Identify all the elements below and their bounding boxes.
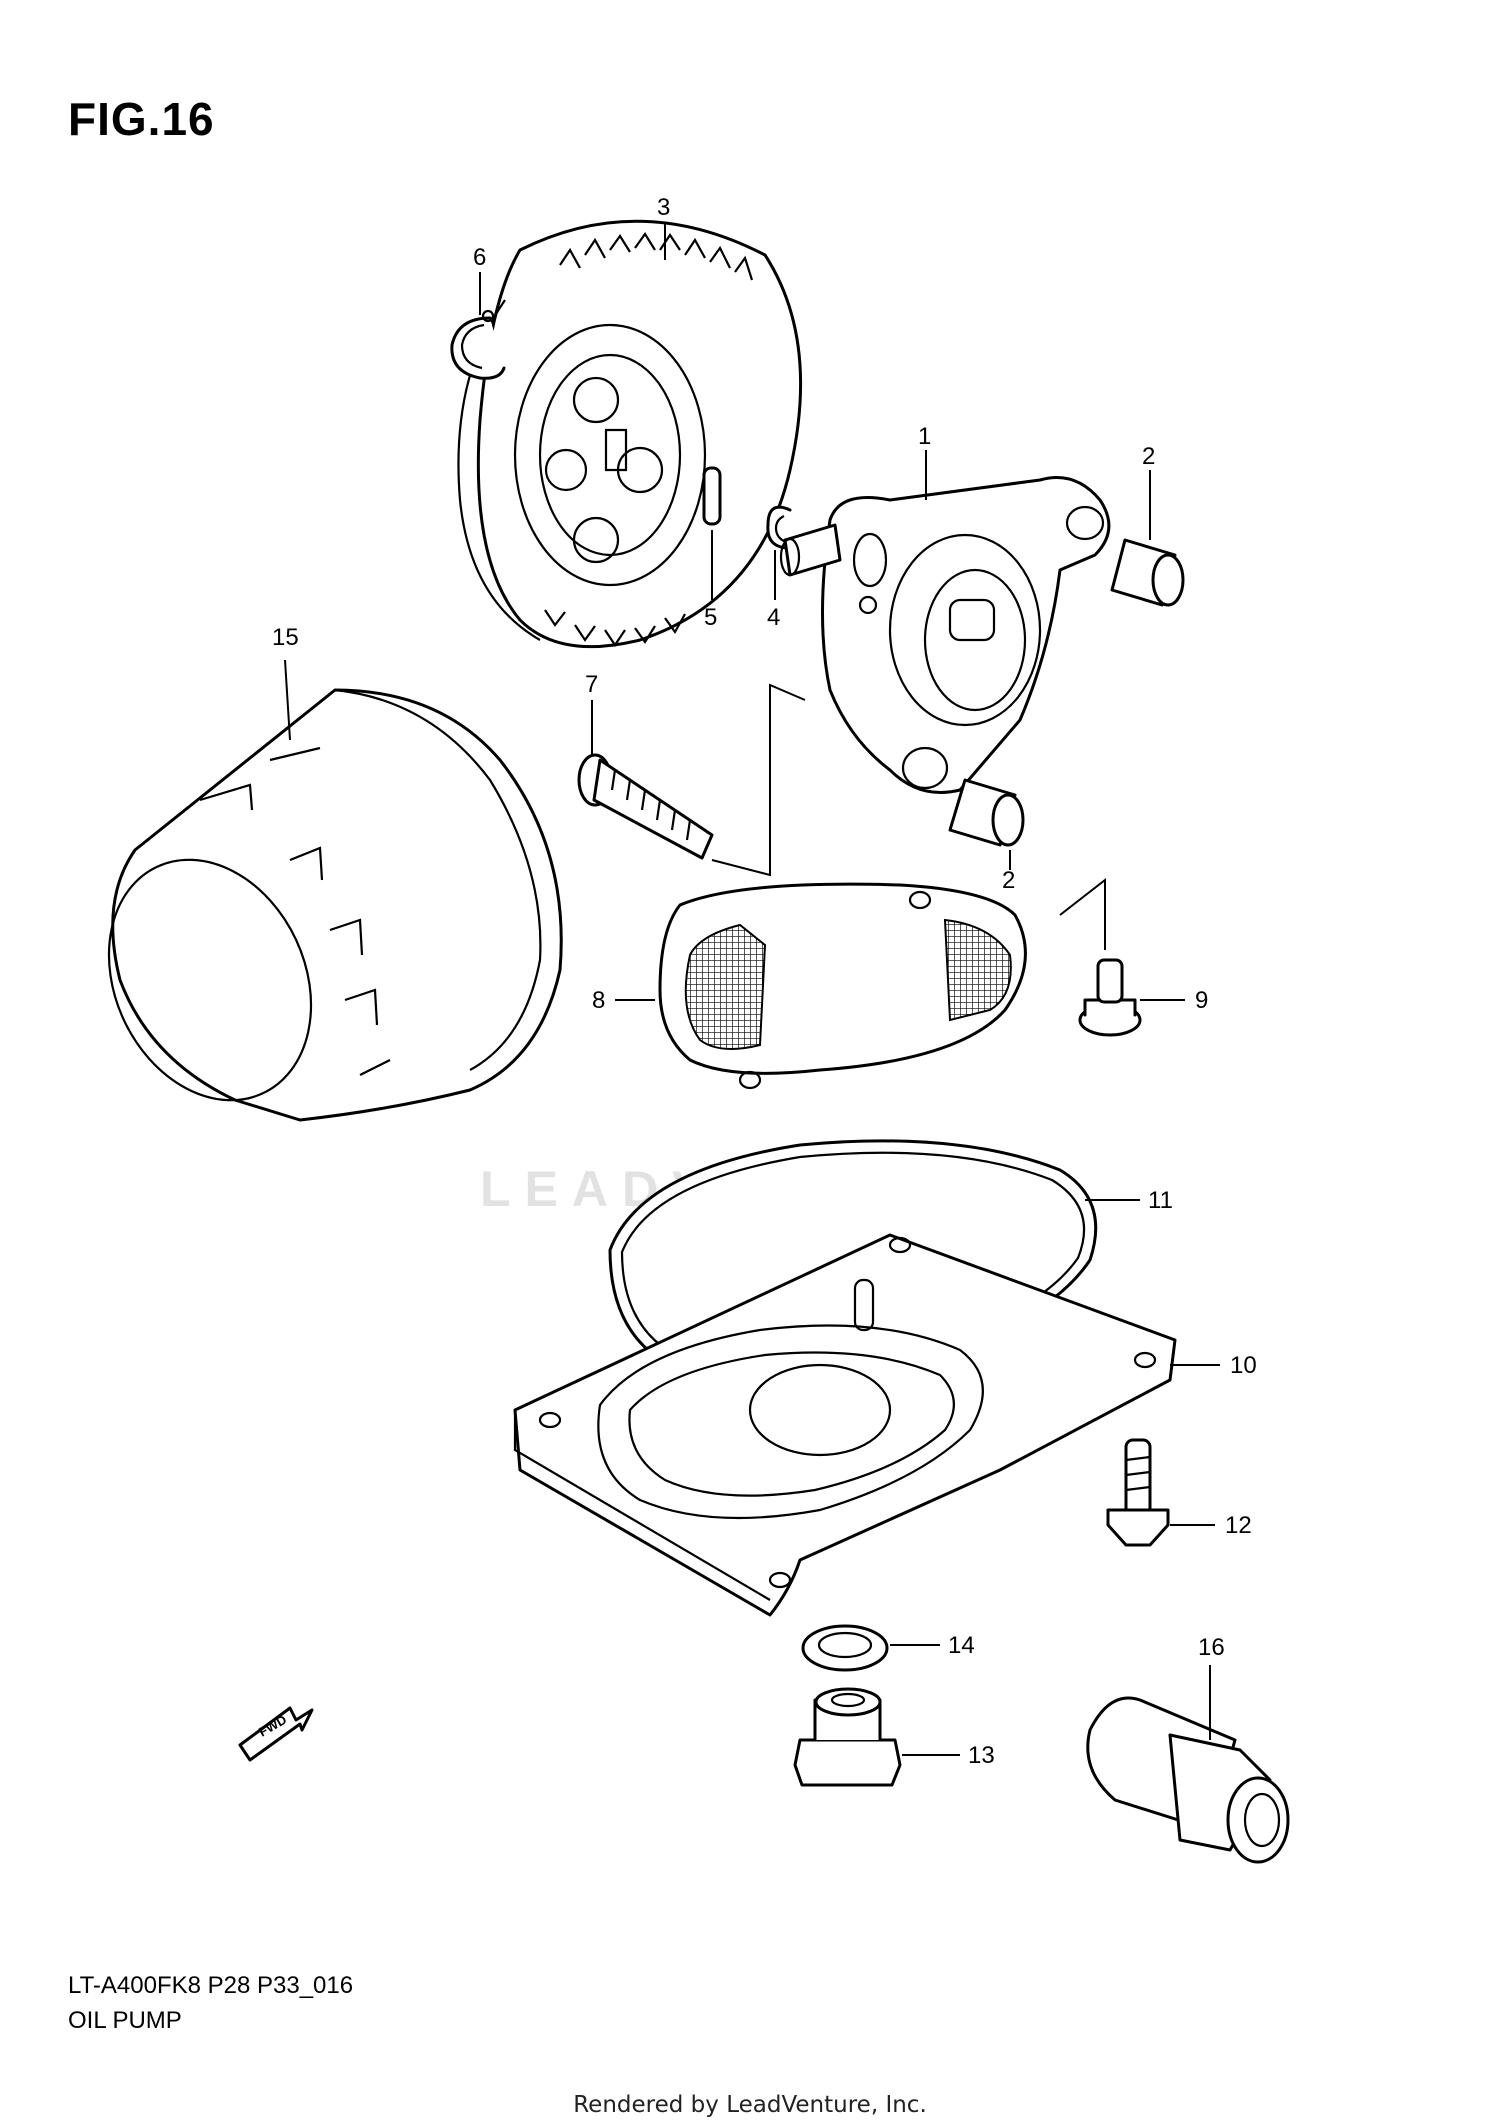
model-code-caption: LT-A400FK8 P28 P33_016 [68,1972,354,1999]
figure-title: FIG.16 [68,93,215,145]
part-3-driven-gear[interactable] [457,219,803,649]
part-5-pin[interactable] [702,466,722,526]
leader-lines [284,222,1220,1756]
callout-13[interactable]: 13 [968,1742,995,1769]
callout-1[interactable]: 1 [918,423,931,450]
fwd-direction-arrow-icon: FWD [238,1706,314,1762]
part-4-clip[interactable] [766,505,792,550]
part-1-oil-pump[interactable] [779,476,1111,794]
part-14-washer[interactable] [801,1624,889,1672]
callout-4[interactable]: 4 [767,604,780,631]
callout-7[interactable]: 7 [585,671,598,698]
callout-12[interactable]: 12 [1225,1512,1252,1539]
part-2-dowel-lower[interactable] [948,778,1025,847]
part-6-circlip[interactable] [450,309,506,380]
part-9-bolt[interactable] [1078,958,1142,1037]
part-15-oil-filter[interactable] [71,688,563,1133]
callout-14[interactable]: 14 [948,1632,975,1659]
callout-numbers: 3 6 1 2 5 4 15 7 2 8 9 11 10 12 14 13 16 [272,194,1257,1769]
section-name-caption: OIL PUMP [68,2007,182,2034]
part-12-bolt[interactable] [1106,1438,1170,1547]
callout-6[interactable]: 6 [473,244,486,271]
callout-5[interactable]: 5 [704,604,717,631]
part-13-drain-plug[interactable] [793,1687,902,1787]
callout-11[interactable]: 11 [1148,1187,1173,1214]
part-10-oil-pan[interactable] [513,1233,1177,1617]
callout-9[interactable]: 9 [1195,987,1208,1014]
callout-10[interactable]: 10 [1230,1352,1257,1379]
callout-2-upper[interactable]: 2 [1142,443,1155,470]
callout-3[interactable]: 3 [657,194,670,221]
callout-2-lower[interactable]: 2 [1002,867,1015,894]
callout-8[interactable]: 8 [592,987,605,1014]
part-2-dowel-upper[interactable] [1110,538,1185,607]
callout-15[interactable]: 15 [272,624,299,651]
callout-16[interactable]: 16 [1198,1634,1225,1661]
render-credit: Rendered by LeadVenture, Inc. [573,2092,927,2118]
part-8-oil-strainer[interactable] [658,882,1027,1090]
part-7-bolt[interactable] [577,753,714,860]
part-16-pressure-switch[interactable] [1086,1696,1290,1864]
